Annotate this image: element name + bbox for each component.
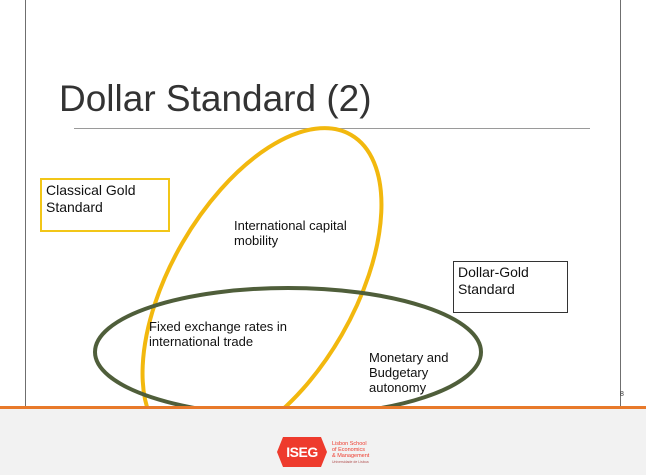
logo-line-1: Lisbon School (332, 441, 367, 447)
frame-right-line (620, 0, 621, 406)
monetary-autonomy-label: Monetary and Budgetary autonomy (369, 350, 449, 395)
classical-gold-standard-box: Classical Gold Standard (40, 178, 170, 232)
logo-line-2: of Economics (332, 447, 366, 453)
dollar-gold-standard-box: Dollar-Gold Standard (453, 261, 568, 313)
slide-title: Dollar Standard (2) (59, 78, 372, 119)
frame-left-line (25, 0, 26, 406)
capital-mobility-label: International capital mobility (234, 218, 347, 248)
logo-line-3: & Management (332, 453, 370, 459)
logo-text: Lisbon School of Economics & Management … (332, 441, 369, 465)
iseg-badge: ISEG (277, 437, 327, 467)
iseg-logo: ISEG Lisbon School of Economics & Manage… (277, 437, 377, 467)
page-number: 8 (620, 391, 624, 398)
logo-subtitle: Universidade de Lisboa (332, 460, 369, 464)
fixed-exchange-label: Fixed exchange rates in international tr… (149, 319, 288, 349)
footer-accent-bar (0, 406, 646, 409)
